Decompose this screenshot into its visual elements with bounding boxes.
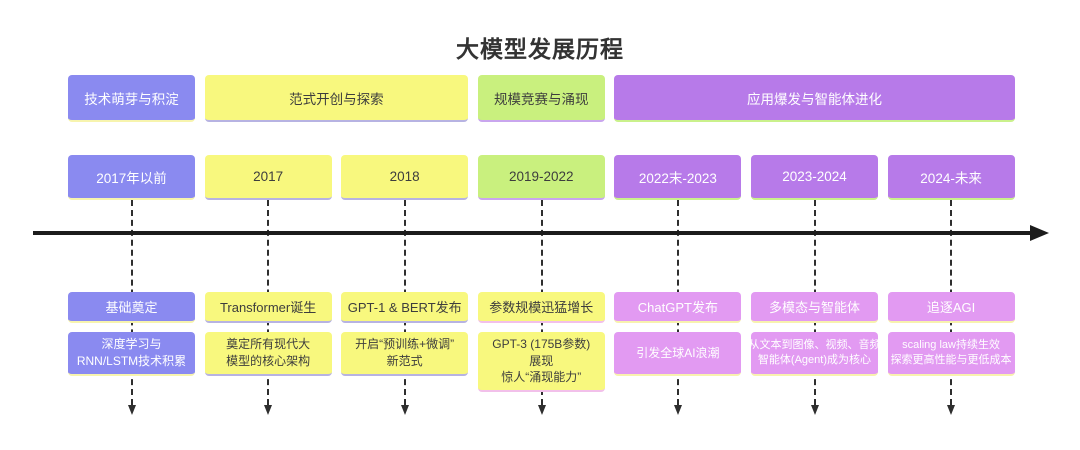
detail-box-5: 引发全球AI浪潮 — [614, 332, 742, 376]
milestone-box-4: 参数规模迅猛增长 — [477, 292, 605, 323]
period-box-3: 2018 — [341, 155, 469, 200]
milestone-row: 基础奠定 Transformer诞生 GPT-1 & BERT发布 参数规模迅猛… — [68, 292, 1015, 323]
phase-bar-4: 应用爆发与智能体进化 — [614, 75, 1015, 122]
milestone-box-6: 多模态与智能体 — [750, 292, 878, 323]
detail-box-6: 从文本到图像、视频、音频 智能体(Agent)成为核心 — [748, 332, 880, 376]
phase-bar-2: 范式开创与探索 — [204, 75, 469, 122]
page-title: 大模型发展历程 — [456, 36, 624, 62]
milestone-box-7: 追逐AGI — [887, 292, 1015, 323]
detail-box-4: GPT-3 (175B参数) 展现 惊人“涌现能力” — [477, 332, 605, 392]
milestone-box-3: GPT-1 & BERT发布 — [341, 292, 469, 323]
right-arrowhead-icon — [1030, 224, 1049, 241]
detail-box-7: scaling law持续生效 探索更高性能与更低成本 — [887, 332, 1015, 376]
milestone-box-2: Transformer诞生 — [204, 292, 332, 323]
period-box-5: 2022末-2023 — [614, 155, 742, 200]
milestone-box-1: 基础奠定 — [68, 292, 195, 323]
period-box-4: 2019-2022 — [477, 155, 605, 200]
milestone-box-5: ChatGPT发布 — [614, 292, 742, 323]
phase-bar-3: 规模竞赛与涌现 — [477, 75, 605, 122]
detail-box-2: 奠定所有现代大 模型的核心架构 — [204, 332, 332, 376]
period-box-6: 2023-2024 — [750, 155, 878, 200]
detail-box-3: 开启“预训练+微调” 新范式 — [341, 332, 469, 376]
phase-bar-1: 技术萌芽与积淀 — [68, 75, 195, 122]
timeline-axis — [33, 224, 1049, 241]
period-box-2: 2017 — [204, 155, 332, 200]
phase-row: 技术萌芽与积淀 范式开创与探索 规模竞赛与涌现 应用爆发与智能体进化 — [68, 75, 1015, 122]
period-box-7: 2024-未来 — [887, 155, 1015, 200]
period-row: 2017年以前 2017 2018 2019-2022 2022末-2023 2… — [68, 155, 1015, 200]
detail-row: 深度学习与 RNN/LSTM技术积累 奠定所有现代大 模型的核心架构 开启“预训… — [68, 332, 1015, 392]
period-box-1: 2017年以前 — [68, 155, 195, 200]
detail-box-1: 深度学习与 RNN/LSTM技术积累 — [68, 332, 195, 376]
